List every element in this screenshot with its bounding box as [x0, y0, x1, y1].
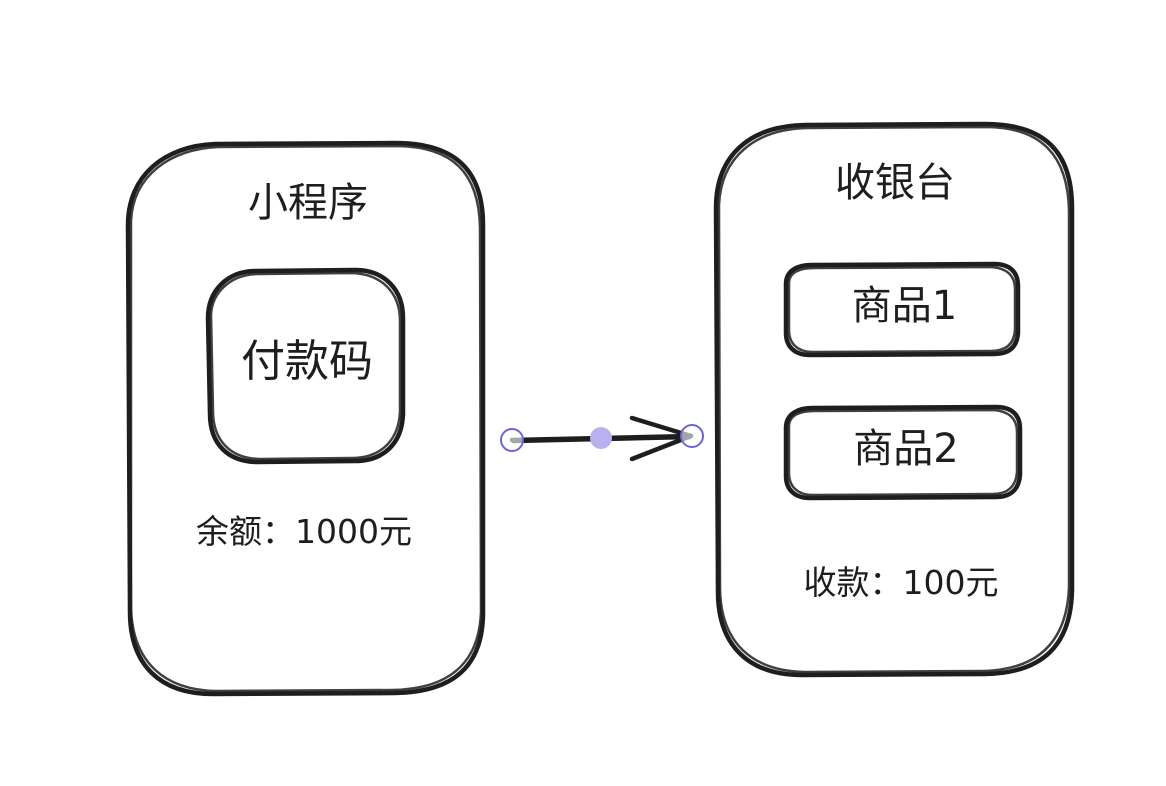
- left-panel[interactable]: [125, 140, 486, 697]
- payment-code-label: 付款码: [241, 336, 373, 387]
- left-panel-border: [125, 140, 486, 697]
- right-panel[interactable]: [713, 121, 1075, 678]
- connector-handles[interactable]: [500, 424, 704, 452]
- payment-code-box-border: [205, 267, 406, 465]
- item-1-label: 商品1: [851, 283, 958, 329]
- amount-text: 收款：100元: [803, 563, 999, 602]
- item-2-box[interactable]: [783, 404, 1023, 501]
- item-1-box-border: [783, 261, 1021, 358]
- item-1-box[interactable]: [783, 261, 1021, 358]
- end-handle[interactable]: [680, 424, 704, 448]
- right-panel-border: [713, 121, 1075, 678]
- left-panel-title: 小程序: [248, 180, 368, 226]
- midpoint-handle[interactable]: [590, 427, 612, 449]
- item-2-box-border: [783, 404, 1023, 501]
- right-panel-title: 收银台: [835, 160, 955, 206]
- balance-text: 余额：1000元: [196, 512, 412, 551]
- payment-code-box[interactable]: [205, 267, 406, 465]
- start-handle[interactable]: [500, 428, 524, 452]
- item-2-label: 商品2: [853, 426, 959, 472]
